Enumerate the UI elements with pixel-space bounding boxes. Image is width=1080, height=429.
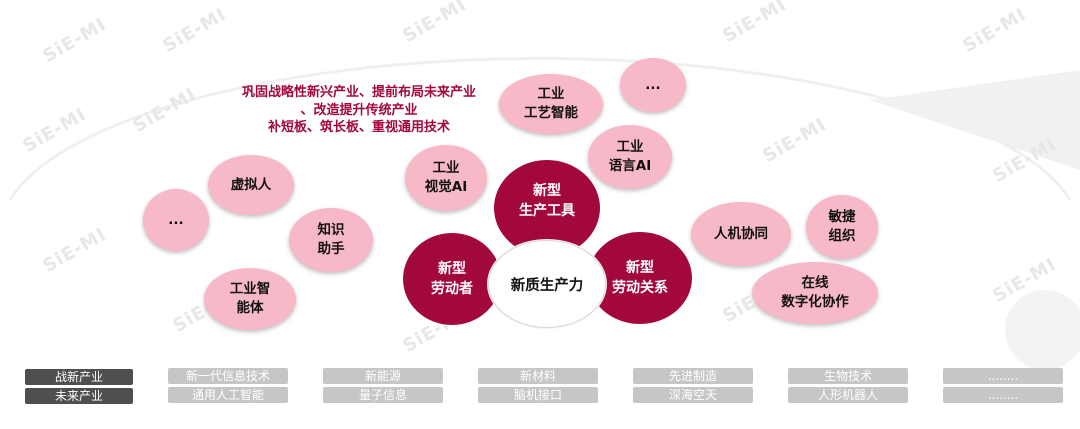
bubble-knowledge-assistant: 知识助手 bbox=[289, 208, 373, 272]
bubble-industrial-agent: 工业智能体 bbox=[204, 268, 296, 330]
bubble-left-ellipsis: ... bbox=[143, 189, 209, 251]
core-label-line: 生产工具 bbox=[519, 203, 575, 219]
core-label-line: 新型 bbox=[438, 261, 466, 277]
tag-strategic-emerging: 先进制造 bbox=[633, 368, 753, 384]
tag-future-industry: 人形机器人 bbox=[788, 387, 908, 403]
tag-future-industry: ........ bbox=[943, 387, 1063, 403]
bubble-label-line: 语言AI bbox=[608, 158, 652, 174]
core-label-line: 劳动关系 bbox=[612, 280, 668, 296]
bubble-label-line: 能体 bbox=[236, 300, 264, 316]
tag-future-industry: 量子信息 bbox=[323, 387, 443, 403]
bubble-label-line: 组织 bbox=[828, 228, 856, 244]
bubble-label: 虚拟人 bbox=[230, 176, 272, 193]
tag-strategic-emerging: 生物技术 bbox=[788, 368, 908, 384]
bubble-industrial-process: 工业工艺智能 bbox=[499, 74, 603, 134]
bubble-label-line: 数字化协作 bbox=[781, 294, 849, 310]
core-center-label: 新质生产力 bbox=[510, 277, 584, 294]
bubble-online-collab: 在线数字化协作 bbox=[752, 262, 878, 324]
core-new-laborer: 新型劳动者 bbox=[403, 233, 501, 325]
bubble-agile-org: 敏捷组织 bbox=[806, 195, 878, 259]
bubble-label-line: 在线 bbox=[801, 275, 829, 291]
bubble-label-line: 知识 bbox=[317, 222, 345, 238]
bubble-label: 人机协同 bbox=[714, 225, 768, 242]
core-label-line: 新型 bbox=[626, 260, 654, 276]
bubble-top-ellipsis: ... bbox=[620, 58, 686, 112]
row-label-strategic-emerging: 战新产业 bbox=[25, 369, 133, 385]
tag-future-industry: 脑机接口 bbox=[478, 387, 598, 403]
bubble-label: ... bbox=[168, 211, 184, 228]
strategy-text: 巩固战略性新兴产业、提前布局未来产业 、改造提升传统产业 补短板、筑长板、重视通… bbox=[228, 84, 490, 137]
bubble-label-line: 敏捷 bbox=[828, 209, 856, 225]
strategy-line: 补短板、筑长板、重视通用技术 bbox=[267, 120, 450, 135]
bg-shape-right bbox=[870, 70, 1080, 170]
bubble-human-machine: 人机协同 bbox=[691, 202, 791, 266]
row-label-future-industry: 未来产业 bbox=[25, 388, 133, 404]
tag-strategic-emerging: 新材料 bbox=[478, 368, 598, 384]
core-new-quality-productivity: 新质生产力 bbox=[488, 240, 606, 328]
core-label-line: 新型 bbox=[533, 183, 561, 199]
bubble-label-line: 工艺智能 bbox=[524, 105, 578, 121]
bubble-industrial-vision: 工业视觉AI bbox=[405, 145, 487, 211]
bubble-label: ... bbox=[645, 76, 661, 93]
strategy-line: 、改造提升传统产业 bbox=[300, 102, 418, 118]
bubble-label-line: 工业智 bbox=[229, 281, 271, 297]
bubble-label-line: 工业 bbox=[537, 86, 565, 102]
tag-strategic-emerging: ........ bbox=[943, 368, 1063, 384]
strategy-line: 巩固战略性新兴产业、提前布局未来产业 bbox=[241, 85, 476, 100]
bg-circle bbox=[1005, 290, 1080, 370]
tag-strategic-emerging: 新能源 bbox=[323, 368, 443, 384]
bubble-label-line: 视觉AI bbox=[424, 179, 468, 195]
tag-strategic-emerging: 新一代信息技术 bbox=[168, 368, 288, 384]
tag-future-industry: 通用人工智能 bbox=[168, 387, 288, 403]
bubble-label-line: 助手 bbox=[317, 241, 345, 257]
bubble-virtual-human: 虚拟人 bbox=[208, 155, 294, 215]
bubble-label-line: 工业 bbox=[616, 139, 644, 155]
bubble-industrial-language: 工业语言AI bbox=[588, 125, 672, 189]
tag-future-industry: 深海空天 bbox=[633, 387, 753, 403]
bubble-label-line: 工业 bbox=[432, 160, 460, 176]
core-label-line: 劳动者 bbox=[431, 281, 473, 297]
bg-arc bbox=[8, 57, 1072, 201]
